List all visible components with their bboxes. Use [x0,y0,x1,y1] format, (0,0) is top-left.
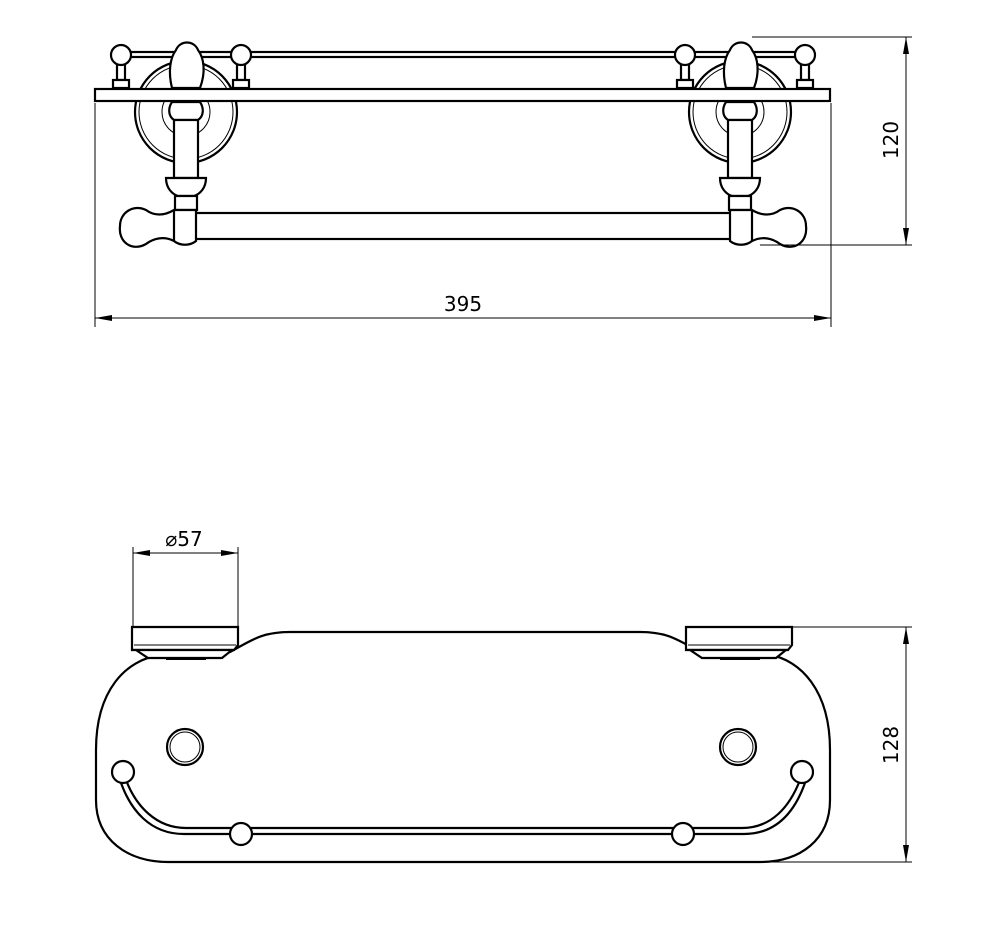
rail-post-right-outer [793,43,817,90]
dimension-label-120: 120 [879,121,903,159]
right-mount-hole [718,727,758,767]
glass-shelf [93,87,832,103]
left-wall-mount [130,625,240,660]
right-wall-mount [684,625,794,660]
rail-post-left-outer [109,43,133,90]
left-bracket-arm [164,100,208,212]
dimension-label-395: 395 [444,292,482,316]
right-towel-bar-end [728,206,808,248]
right-bracket-arm [718,100,762,212]
dimension-label-128: 128 [879,726,903,764]
dimension-depth: 128 [770,626,912,863]
front-view: 395 120 [93,36,912,327]
left-mount-hole [165,727,205,767]
rail-post-right-inner [673,43,697,90]
top-view: ⌀57 128 [94,527,912,864]
gallery-rail-outer [118,779,808,836]
rail-post-top-right-end [789,759,815,785]
rail-post-top-right-mid [670,821,696,847]
dimension-overall-width: 395 [95,292,831,321]
right-bracket-knob [722,41,759,90]
rail-post-top-left-mid [228,821,254,847]
gallery-rail [122,50,806,59]
dimension-front-height: 120 [879,37,909,245]
dimension-mount-diameter: ⌀57 [132,527,239,627]
gallery-rail-inner [124,779,802,830]
dimension-label-57: ⌀57 [165,527,203,551]
shelf-outline [94,630,832,864]
left-bracket-knob [168,41,205,90]
towel-bar [193,211,733,241]
rail-post-left-inner [229,43,253,90]
left-towel-bar-end [118,206,198,248]
rail-post-top-left-end [110,759,136,785]
